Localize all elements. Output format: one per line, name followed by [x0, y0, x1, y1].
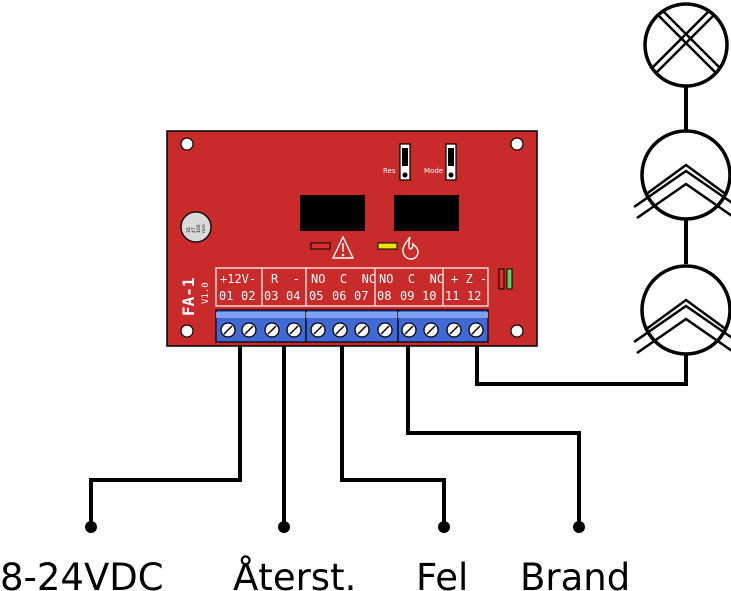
screw-slot — [426, 325, 436, 335]
terminal-group-label: +12V- — [220, 272, 256, 286]
terminal-number: 01 — [219, 289, 233, 303]
smoke-detector-icon — [633, 129, 731, 221]
wire-detectors — [475, 340, 688, 386]
terminal-number: 12 — [467, 289, 481, 303]
fire-led — [377, 242, 398, 250]
mounting-hole — [510, 324, 524, 338]
terminal-number: 06 — [332, 289, 346, 303]
label-fault: Fel — [416, 556, 468, 591]
screw-slot — [471, 325, 481, 335]
board-version: V1.0 — [201, 282, 211, 304]
mounting-hole — [180, 137, 194, 151]
endpoint-power — [85, 521, 97, 533]
terminal-number: 10 — [422, 289, 436, 303]
status-led-red — [498, 268, 505, 290]
capacitor-text: mm — [202, 224, 207, 233]
res-switch — [399, 143, 411, 181]
screw-slot — [244, 325, 254, 335]
capacitor-text: 100 — [196, 224, 202, 233]
label-fire: Brand — [520, 556, 630, 591]
wire-endpoints — [85, 521, 585, 533]
screw-slot — [357, 325, 367, 335]
capacitor-text: 35 — [186, 227, 192, 233]
screw-slot — [380, 325, 390, 335]
relay-fire — [394, 195, 459, 231]
mode-switch — [445, 143, 457, 181]
wires — [89, 86, 688, 527]
terminal-group-label: + Z - — [451, 272, 487, 286]
flame-icon — [402, 236, 419, 260]
wire-fault — [340, 340, 446, 527]
fault-led — [310, 242, 331, 250]
label-power: 8-24VDC — [0, 556, 164, 591]
wire-fire — [406, 340, 581, 527]
mounting-hole — [510, 137, 524, 151]
screw-slot — [289, 325, 299, 335]
terminal-group-label: R - — [271, 272, 300, 286]
mode-switch-label: Mode — [424, 167, 443, 175]
terminal-number: 03 — [264, 289, 278, 303]
capacitor-icon: 35 47 100 mm — [180, 211, 212, 243]
terminal-number: 07 — [354, 289, 368, 303]
alarm-lamp-icon — [643, 2, 729, 88]
pcb-board: Res Mode 35 47 100 mm — [166, 130, 538, 347]
screw-slot — [335, 325, 345, 335]
terminal-label-frame — [215, 267, 489, 307]
terminal-group-label: NO C NC — [311, 272, 376, 286]
relay-fault — [300, 195, 365, 231]
wire-power — [89, 340, 242, 527]
terminal-number: 05 — [309, 289, 323, 303]
terminal-number: 02 — [241, 289, 255, 303]
terminal-screws — [220, 322, 484, 338]
capacitor-text: 47 — [191, 227, 197, 233]
endpoint-fault — [438, 521, 450, 533]
warning-icon — [331, 235, 355, 259]
screw-slot — [223, 325, 233, 335]
terminal-number: 08 — [377, 289, 391, 303]
terminal-group-label: NO C NC — [379, 272, 444, 286]
screw-slot — [449, 325, 459, 335]
mounting-hole — [180, 324, 194, 338]
endpoint-reset — [278, 521, 290, 533]
endpoint-fire — [573, 521, 585, 533]
label-reset: Återst. — [233, 555, 356, 591]
screw-slot — [267, 325, 277, 335]
screw-slot — [313, 325, 323, 335]
smoke-detector-icon — [633, 264, 731, 356]
screw-slot — [404, 325, 414, 335]
board-name: FA-1 — [179, 277, 198, 316]
terminal-number: 04 — [286, 289, 300, 303]
res-switch-label: Res — [383, 167, 396, 175]
status-led-green — [506, 268, 513, 290]
terminal-number: 11 — [445, 289, 459, 303]
terminal-number: 09 — [400, 289, 414, 303]
